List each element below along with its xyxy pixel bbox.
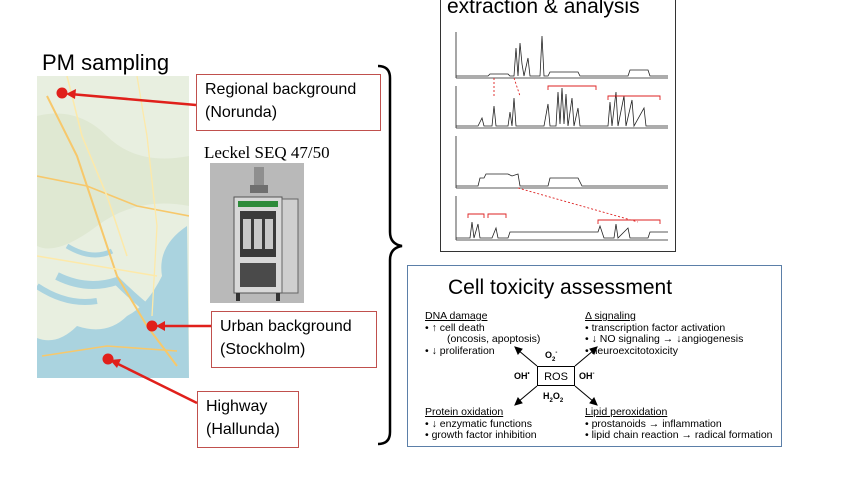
protein-oxidation-item: • ↓ enzymatic functions <box>425 417 532 430</box>
pm-sampling-title: PM sampling <box>42 50 170 75</box>
cell-toxicity-panel <box>407 265 782 447</box>
dna-damage-item: • ↑ cell death <box>425 321 485 334</box>
hydroxyl-radical-label: OH• <box>514 371 530 381</box>
dna-damage-heading: DNA damage <box>425 310 488 322</box>
protein-oxidation-item: • growth factor inhibition <box>425 429 537 441</box>
signaling-item: • transcription factor activation <box>585 321 726 334</box>
region-map <box>37 76 189 378</box>
signaling-item: • neuroexcitotoxicity <box>585 344 678 357</box>
extraction-analysis-panel <box>440 0 676 252</box>
stockholm-marker <box>146 320 158 332</box>
ros-center: ROS <box>537 366 575 386</box>
chromatograms <box>455 32 668 241</box>
signaling-heading: Δ signaling <box>585 310 636 322</box>
cell-toxicity-title: Cell toxicity assessment <box>448 276 673 299</box>
protein-oxidation-heading: Protein oxidation <box>425 406 504 418</box>
regional-background-box: Regional background(Norunda) <box>196 74 381 131</box>
highway-box: Highway(Hallunda) <box>197 391 299 448</box>
hydroxide-label: OH- <box>579 371 595 381</box>
hallunda-marker <box>102 353 114 365</box>
norunda-marker <box>56 87 68 99</box>
lipid-peroxidation-item: • prostanoids → inflammation <box>585 417 722 430</box>
signaling-section: Δ signaling • transcription factor activ… <box>585 310 744 357</box>
sampler-label: Leckel SEQ 47/50 <box>204 143 330 162</box>
protein-oxidation-section: Protein oxidation • ↓ enzymatic function… <box>425 406 537 442</box>
urban-background-box: Urban background(Stockholm) <box>211 311 377 368</box>
grouping-brace <box>377 64 403 446</box>
dna-damage-item: (oncosis, apoptosis) <box>447 333 541 345</box>
hydrogen-peroxide-label: H2O2 <box>543 391 564 404</box>
signaling-item: • ↓ NO signaling → ↓angiogenesis <box>585 333 744 345</box>
dna-damage-item: • ↓ proliferation <box>425 344 495 357</box>
lipid-peroxidation-item: • lipid chain reaction → radical formati… <box>585 429 773 441</box>
lipid-peroxidation-section: Lipid peroxidation • prostanoids → infla… <box>585 406 773 442</box>
dna-damage-section: DNA damage • ↑ cell death (oncosis, apop… <box>425 310 541 357</box>
superoxide-label: O2- <box>545 350 558 363</box>
lipid-peroxidation-heading: Lipid peroxidation <box>585 406 668 418</box>
extraction-analysis-title: extraction & analysis <box>447 0 640 18</box>
sampler-photo <box>210 163 304 303</box>
